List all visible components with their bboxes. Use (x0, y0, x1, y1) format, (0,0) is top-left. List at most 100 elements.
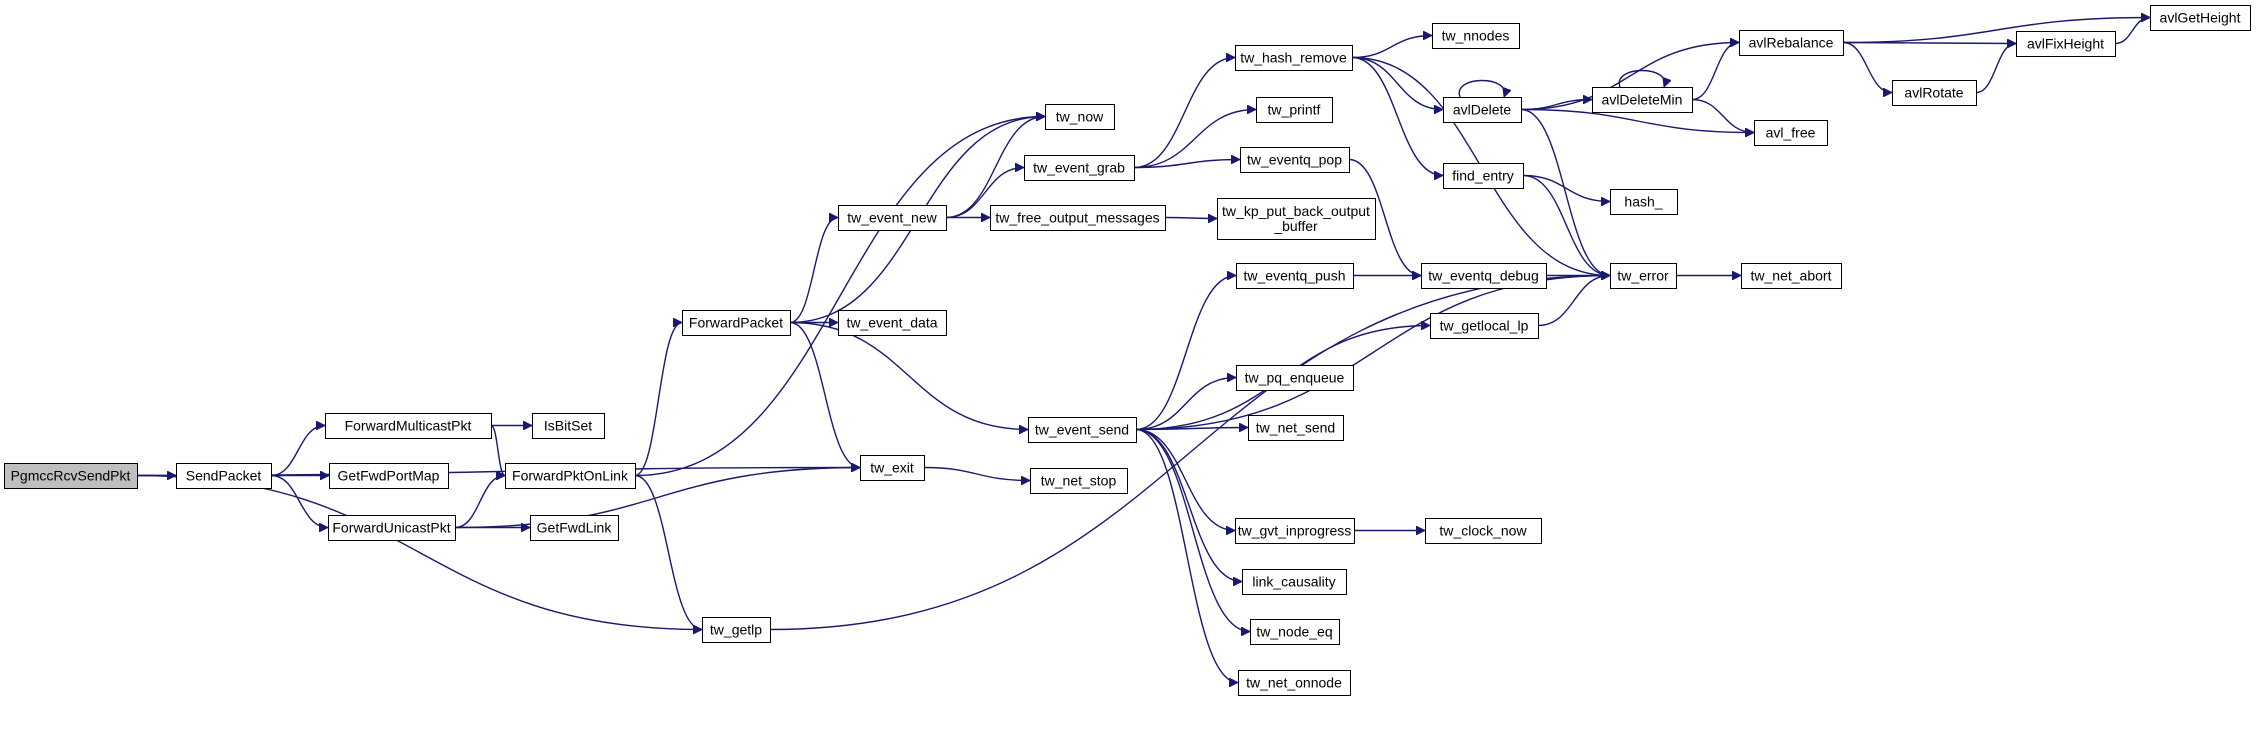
node-link-causality[interactable]: link_causality (1242, 569, 1347, 595)
node-tw-event-grab[interactable]: tw_event_grab (1024, 155, 1135, 181)
node-box (1238, 670, 1351, 696)
node-label: SendPacket (186, 468, 262, 484)
node-tw-hash-remove[interactable]: tw_hash_remove (1235, 45, 1353, 71)
node-forwardpacket[interactable]: ForwardPacket (682, 310, 791, 336)
node-tw-gvt-inprogress[interactable]: tw_gvt_inprogress (1235, 518, 1355, 544)
node-avl-free[interactable]: avl_free (1754, 120, 1828, 146)
node-label: tw_free_output_messages (995, 210, 1159, 226)
edge-forwardpacket-to-tw-event-send (789, 321, 1028, 430)
edge-tw-event-send-to-tw-node-eq (1135, 428, 1250, 632)
node-tw-error[interactable]: tw_error (1610, 263, 1677, 289)
node-tw-net-abort[interactable]: tw_net_abort (1741, 263, 1842, 289)
node-tw-getlocal-lp[interactable]: tw_getlocal_lp (1430, 313, 1539, 339)
edge-forwardpktonlink-to-tw-now (634, 117, 1045, 477)
node-box (682, 310, 791, 336)
edge-tw-event-grab-to-tw-printf (1133, 110, 1256, 169)
node-label: tw_printf (1268, 102, 1321, 118)
node-getfwdlink[interactable]: GetFwdLink (530, 515, 619, 541)
node-label: tw_getlocal_lp (1440, 318, 1529, 334)
node-avlrotate[interactable]: avlRotate (1892, 80, 1977, 106)
node-tw-nnodes[interactable]: tw_nnodes (1432, 23, 1520, 49)
node-box (1248, 415, 1344, 441)
node-tw-pq-enqueue[interactable]: tw_pq_enqueue (1236, 365, 1354, 391)
node-tw-free-output-messages[interactable]: tw_free_output_messages (990, 205, 1166, 231)
node-label: tw_now (1056, 109, 1104, 125)
edge-tw-event-send-to-tw-eventq-push (1135, 276, 1236, 431)
node-box (1045, 104, 1115, 130)
node-label: ForwardPktOnLink (512, 468, 629, 484)
node-tw-kp-put-back-output-buffer[interactable]: tw_kp_put_back_output_buffer (1217, 198, 1376, 240)
node-label: tw_pq_enqueue (1245, 370, 1345, 386)
edge-sendpacket-to-forwardunicastpkt (270, 474, 329, 528)
node-forwardmulticastpkt[interactable]: ForwardMulticastPkt (325, 413, 492, 439)
node-forwardpktonlink[interactable]: ForwardPktOnLink (505, 463, 636, 489)
edge-avlrebalance-to-avlgetheight (1842, 18, 2150, 44)
node-tw-net-onnode[interactable]: tw_net_onnode (1238, 670, 1351, 696)
node-label: tw_node_eq (1256, 624, 1332, 640)
edge-tw-event-grab-to-tw-eventq-pop (1133, 160, 1240, 169)
edge-forwardpacket-to-tw-exit (789, 321, 861, 468)
node-box (1250, 619, 1340, 645)
node-tw-eventq-pop[interactable]: tw_eventq_pop (1240, 147, 1350, 173)
node-tw-net-send[interactable]: tw_net_send (1248, 415, 1344, 441)
node-label: avlDeleteMin (1602, 92, 1683, 108)
node-box (1739, 30, 1844, 56)
node-box (2016, 31, 2116, 57)
node-sendpacket[interactable]: SendPacket (176, 463, 272, 489)
edge-tw-eventq-pop-to-tw-eventq-debug (1348, 158, 1422, 276)
node-tw-clock-now[interactable]: tw_clock_now (1425, 518, 1542, 544)
edge-avldelete-to-tw-error (1520, 108, 1611, 276)
node-tw-net-stop[interactable]: tw_net_stop (1030, 468, 1128, 494)
node-tw-printf[interactable]: tw_printf (1256, 97, 1333, 123)
edge-forwardunicastpkt-to-forwardpktonlink (454, 476, 506, 529)
node-find-entry[interactable]: find_entry (1443, 163, 1524, 189)
node-label: tw_net_stop (1041, 473, 1117, 489)
node-box (1024, 155, 1135, 181)
edge-avlrebalance-to-avlfixheight (1842, 43, 2016, 44)
node-label: tw_gvt_inprogress (1238, 523, 1352, 539)
node-isbitset[interactable]: IsBitSet (532, 413, 605, 439)
node-label: tw_event_new (847, 210, 937, 226)
node-pgmccrcvsendpkt[interactable]: PgmccRcvSendPkt (4, 463, 138, 489)
node-label: avlDelete (1453, 102, 1512, 118)
node-label: tw_clock_now (1439, 523, 1527, 539)
node-avlfixheight[interactable]: avlFixHeight (2016, 31, 2116, 57)
node-label: ForwardMulticastPkt (345, 418, 472, 434)
node-box (1240, 147, 1350, 173)
node-label: avlRebalance (1749, 35, 1834, 51)
edge-tw-event-send-to-tw-pq-enqueue (1135, 378, 1236, 431)
node-tw-event-send[interactable]: tw_event_send (1028, 417, 1137, 443)
node-getfwdportmap[interactable]: GetFwdPortMap (329, 463, 449, 489)
node-hash[interactable]: hash_ (1610, 189, 1678, 215)
node-tw-node-eq[interactable]: tw_node_eq (1250, 619, 1340, 645)
node-tw-now[interactable]: tw_now (1045, 104, 1115, 130)
edge-avlrebalance-to-avlrotate (1842, 41, 1893, 93)
node-tw-eventq-push[interactable]: tw_eventq_push (1236, 263, 1354, 289)
node-avlrebalance[interactable]: avlRebalance (1739, 30, 1844, 56)
edges-layer (136, 18, 2151, 683)
node-box (328, 515, 456, 541)
node-box (838, 205, 947, 231)
node-box (1236, 365, 1354, 391)
node-tw-event-data[interactable]: tw_event_data (838, 310, 947, 336)
node-forwardunicastpkt[interactable]: ForwardUnicastPkt (328, 515, 456, 541)
node-avldelete[interactable]: avlDelete (1443, 97, 1522, 123)
edge-avlfixheight-to-avlgetheight (2114, 18, 2151, 45)
node-label: hash_ (1624, 194, 1662, 210)
node-tw-getlp[interactable]: tw_getlp (702, 617, 771, 643)
node-box (4, 463, 138, 489)
node-box (702, 617, 771, 643)
node-tw-exit[interactable]: tw_exit (860, 455, 925, 481)
node-avlgetheight[interactable]: avlGetHeight (2150, 5, 2251, 31)
node-tw-event-new[interactable]: tw_event_new (838, 205, 947, 231)
node-tw-eventq-debug[interactable]: tw_eventq_debug (1421, 263, 1547, 289)
edge-forwardpktonlink-to-forwardpacket (634, 323, 683, 477)
node-box (1754, 120, 1828, 146)
edge-forwardmulticastpkt-to-forwardpktonlink (490, 424, 506, 476)
node-box (990, 205, 1166, 231)
node-label: tw_eventq_push (1244, 268, 1346, 284)
edge-find-entry-to-hash (1522, 174, 1610, 202)
node-label: tw_hash_remove (1240, 50, 1347, 66)
node-box (1425, 518, 1542, 544)
node-avldeletemin[interactable]: avlDeleteMin (1592, 87, 1693, 113)
